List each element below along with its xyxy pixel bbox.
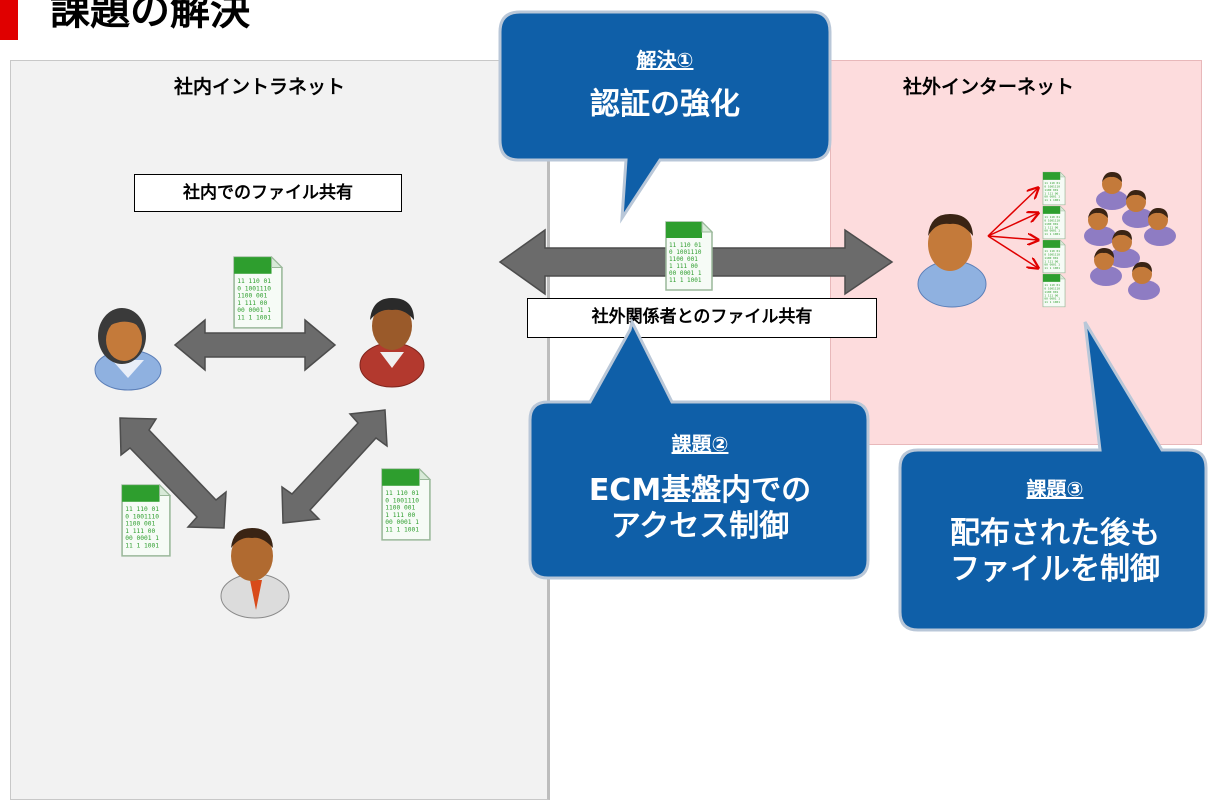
internal-top-arrow	[173, 318, 337, 372]
callout-1: 解決① 認証の強化	[540, 44, 790, 123]
document-binary-icon	[1042, 171, 1066, 206]
document-binary-icon	[381, 468, 431, 541]
document-binary-icon	[233, 256, 283, 329]
user-external-icon	[917, 214, 987, 308]
user-tie-icon	[220, 528, 290, 619]
callout-2: 課題② ECM基盤内での アクセス制御	[550, 428, 850, 545]
callout-1-shape	[498, 10, 832, 224]
document-binary-icon	[1042, 273, 1066, 308]
callout-3-shape	[898, 321, 1208, 632]
callout-1-heading: 解決①	[636, 48, 694, 72]
title-accent-bar	[0, 0, 18, 40]
distribution-arrows	[987, 188, 1038, 268]
callout-2-body-line2: アクセス制御	[610, 509, 790, 544]
callout-2-heading: 課題②	[671, 432, 729, 456]
user-group-icon	[1084, 172, 1176, 300]
callout-3: 課題③ 配布された後も ファイルを制御	[920, 473, 1190, 588]
user-dark-icon	[359, 298, 425, 388]
page-title: 課題の解決	[50, 0, 250, 34]
document-binary-icon	[665, 221, 713, 291]
callout-2-body-line1: ECM基盤内での	[588, 473, 812, 508]
external-share-label: 社外関係者とのファイル共有	[527, 298, 877, 338]
callout-3-body-line2: ファイルを制御	[950, 552, 1160, 587]
document-binary-icon	[1042, 239, 1066, 274]
internet-zone	[830, 60, 1202, 445]
callout-2-shape	[528, 317, 870, 580]
intranet-label: 社内イントラネット	[174, 76, 346, 98]
internal-share-label: 社内でのファイル共有	[134, 174, 402, 212]
document-binary-icon	[1042, 205, 1066, 240]
user-female-icon	[94, 308, 162, 391]
callout-1-body: 認証の強化	[590, 87, 740, 122]
callout-3-heading: 課題③	[1026, 477, 1084, 501]
internal-left-arrow	[119, 417, 227, 529]
document-binary-icon	[121, 484, 171, 557]
internal-right-arrow	[281, 409, 388, 524]
internet-label: 社外インターネット	[903, 76, 1075, 98]
callout-3-body-line1: 配布された後も	[950, 516, 1160, 551]
